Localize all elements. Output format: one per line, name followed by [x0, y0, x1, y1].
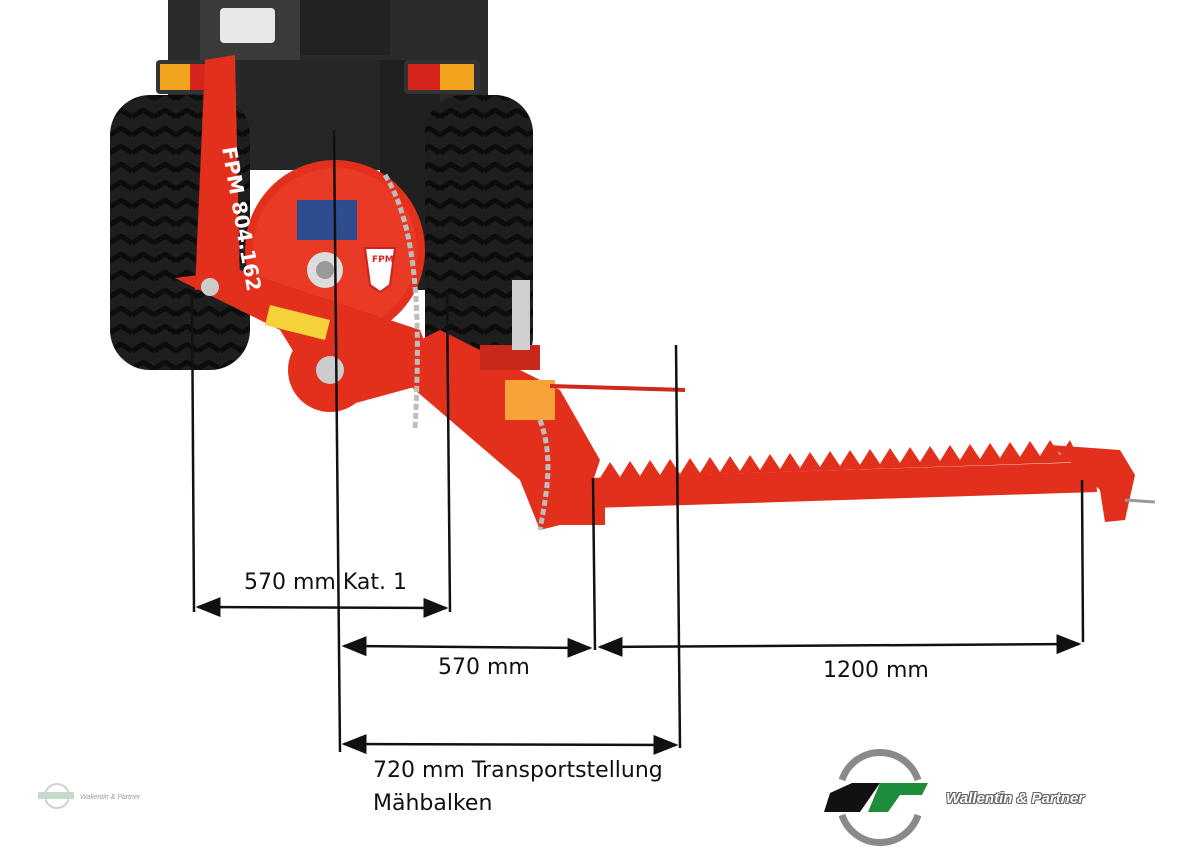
right-tire: [425, 95, 533, 375]
dimension-guides: [190, 129, 1085, 753]
guide-bar-end: [1080, 479, 1085, 643]
arrow-hitch-width: [195, 597, 449, 618]
brand-logo-icon: [824, 748, 928, 847]
guide-pto-center: [332, 129, 342, 753]
guide-transport: [674, 344, 682, 749]
brand-decal: FPM: [372, 255, 394, 265]
dim-label-cutter-bar: 1200 mm: [823, 658, 929, 683]
dim-label-transport-sub: Mähbalken: [373, 791, 493, 816]
dim-label-hitch-width: 570 mm Kat. 1: [244, 570, 407, 595]
dim-label-transport: 720 mm Transportstellung: [373, 758, 663, 783]
arrow-cutter-bar: [597, 634, 1082, 657]
watermark-logo: [38, 783, 74, 809]
watermark-text: Wallentin & Partner: [80, 794, 141, 801]
guide-hitch-left: [190, 291, 196, 613]
brand-name: Wallentin & Partner: [946, 790, 1085, 807]
arrow-transport: [341, 734, 679, 755]
arrow-offset: [341, 636, 593, 658]
tractor: [110, 0, 533, 375]
guide-hitch-right: [445, 289, 452, 613]
guide-bar-start: [591, 477, 597, 651]
dim-label-offset: 570 mm: [438, 655, 530, 680]
